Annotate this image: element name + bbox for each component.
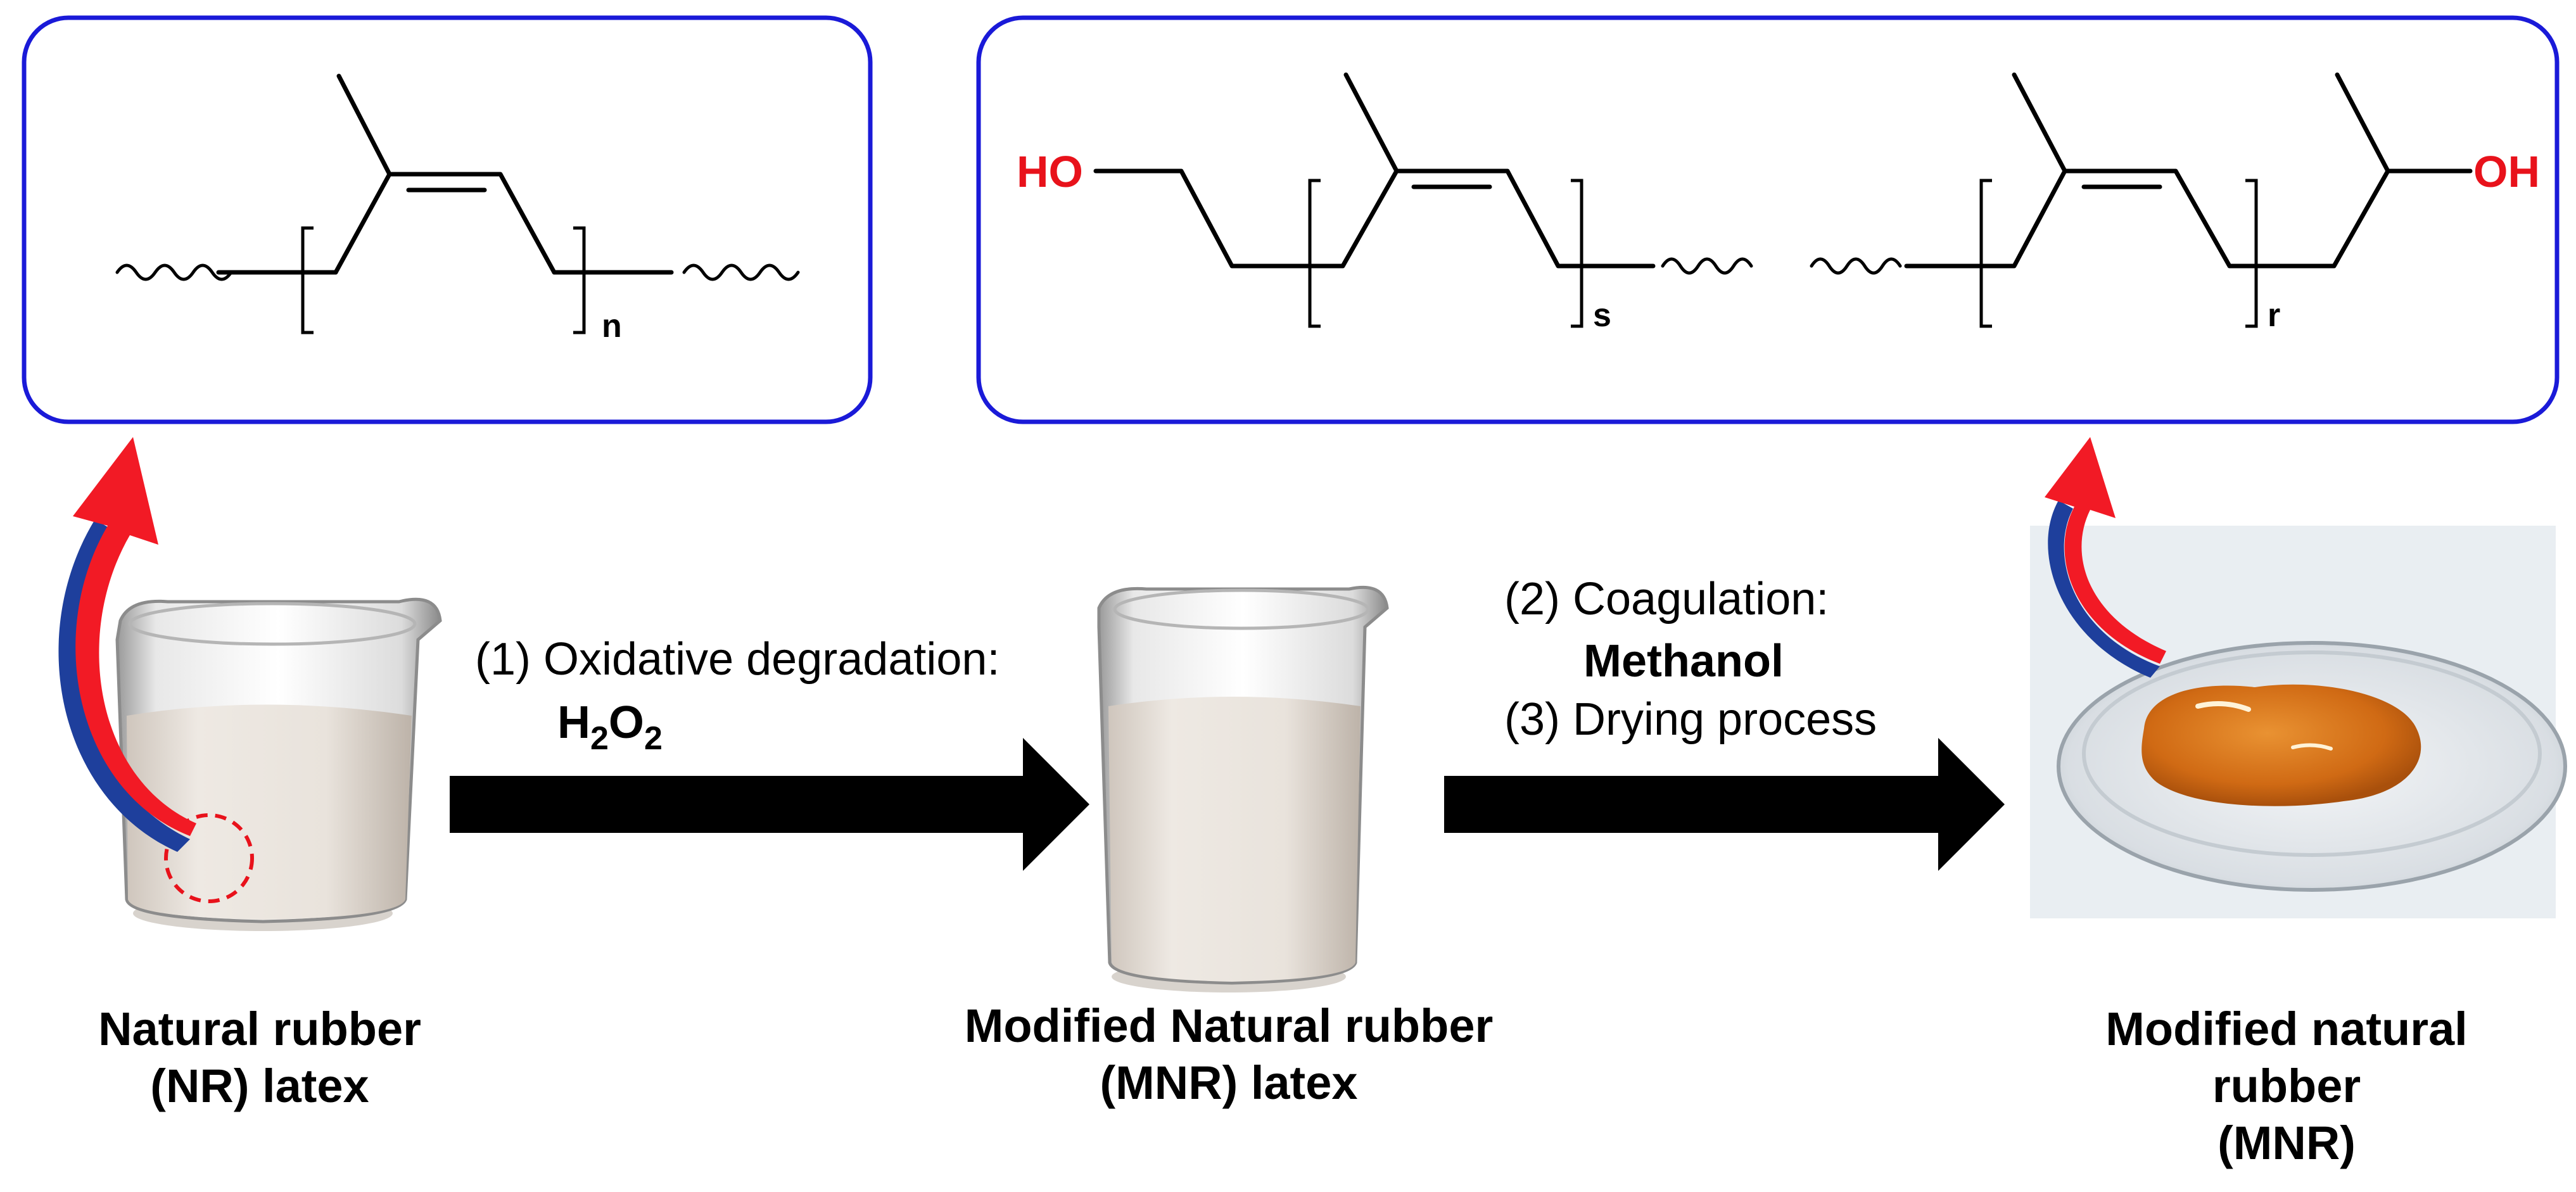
mnr-right-subscript: r — [2268, 297, 2280, 334]
nr-curved-arrow-icon — [58, 437, 196, 852]
mnr-beaker-rim — [1113, 588, 1370, 630]
step2-process: (2) Coagulation: Methanol (3) Drying pro… — [1444, 574, 2005, 871]
mnr-latex-beaker — [1097, 585, 1389, 992]
nr-backbone — [333, 172, 557, 275]
nr-structure-box: n — [22, 15, 873, 424]
nr-latex-liquid — [127, 704, 412, 920]
step1-process: (1) Oxidative degradation: H2O2 — [450, 634, 1089, 871]
mnr-left-backbone — [1093, 168, 1656, 269]
mnr-right-wavy-bond — [1810, 257, 1902, 275]
mnr-caption-line1: Modified natural — [2105, 1003, 2467, 1055]
nr-subscript: n — [602, 308, 622, 345]
mnr-solid-rubber — [2141, 684, 2421, 806]
nr-curved-arrow-body — [73, 437, 196, 836]
nr-methyl-group — [336, 73, 392, 177]
mnr-right-methyl — [2012, 72, 2067, 174]
nr-curved-arrow-shadow — [58, 519, 190, 852]
mnr-right-chain: OH r — [1810, 72, 2540, 334]
nr-latex-caption-line1: Natural rubber — [98, 1003, 421, 1055]
nr-left-bracket — [301, 226, 314, 334]
step1-label: (1) Oxidative degradation: — [475, 634, 999, 685]
step2-process-arrow-icon — [1444, 738, 2005, 871]
mnr-rubber-highlight-2 — [2291, 743, 2333, 751]
mnr-rubber-highlight — [2195, 701, 2251, 712]
mnr-ho-group: HO — [1017, 147, 1083, 196]
mnr-caption-line3: (MNR) — [2218, 1117, 2356, 1169]
nr-latex-caption-line2: (NR) latex — [150, 1060, 369, 1112]
mnr-dish-inner-rim — [2082, 650, 2542, 857]
mnr-left-bracket-close — [1571, 179, 1583, 328]
nr-right-bracket — [573, 226, 586, 334]
mnr-caption-line2: rubber — [2212, 1060, 2361, 1112]
captions: Natural rubber (NR) latex Modified Natur… — [98, 999, 2468, 1169]
step1-process-arrow-icon — [450, 738, 1089, 871]
mnr-left-wavy-bond — [1661, 257, 1753, 275]
mnr-structure-box: HO s OH r — [976, 15, 2560, 424]
step2-reagent: Methanol — [1583, 636, 1784, 687]
step1-reagent-o: O — [609, 697, 644, 748]
mnr-latex-liquid — [1108, 697, 1361, 982]
mnr-curved-arrow-body — [2045, 437, 2166, 664]
step1-reagent-h: H — [557, 697, 590, 748]
mnr-latex-caption-line2: (MNR) latex — [1100, 1056, 1357, 1109]
mnr-curved-arrow-icon — [2045, 437, 2166, 678]
step1-reagent: H2O2 — [557, 697, 663, 757]
step2-label: (2) Coagulation: — [1504, 574, 1829, 625]
nr-left-wavy-bond — [115, 263, 233, 281]
mnr-left-bracket-open — [1308, 179, 1321, 328]
nr-chain: n — [115, 73, 800, 345]
nr-right-wavy-bond — [682, 263, 800, 281]
nr-box-frame — [22, 15, 873, 424]
mnr-right-backbone — [1904, 168, 2473, 269]
mnr-right-bracket-open — [1979, 179, 1992, 328]
mnr-terminal-methyl — [2335, 72, 2390, 174]
mnr-left-chain: HO s — [1017, 72, 1753, 334]
mnr-left-methyl — [1343, 72, 1399, 174]
mnr-petri-dish — [2030, 437, 2567, 918]
mnr-box-frame — [976, 15, 2560, 424]
step1-reagent-o-sub: 2 — [644, 720, 663, 757]
mnr-latex-caption-line1: Modified Natural rubber — [965, 999, 1494, 1052]
mnr-right-bracket-close — [2245, 179, 2258, 328]
mnr-left-subscript: s — [1593, 297, 1611, 334]
step3-label: (3) Drying process — [1504, 694, 1877, 745]
step1-reagent-h-sub: 2 — [590, 720, 609, 757]
mnr-oh-group: OH — [2473, 147, 2540, 196]
mnr-curved-arrow-shadow — [2048, 500, 2160, 678]
nr-sample-circle — [164, 813, 254, 903]
nr-beaker-rim — [128, 602, 417, 646]
nr-latex-beaker — [58, 437, 442, 931]
